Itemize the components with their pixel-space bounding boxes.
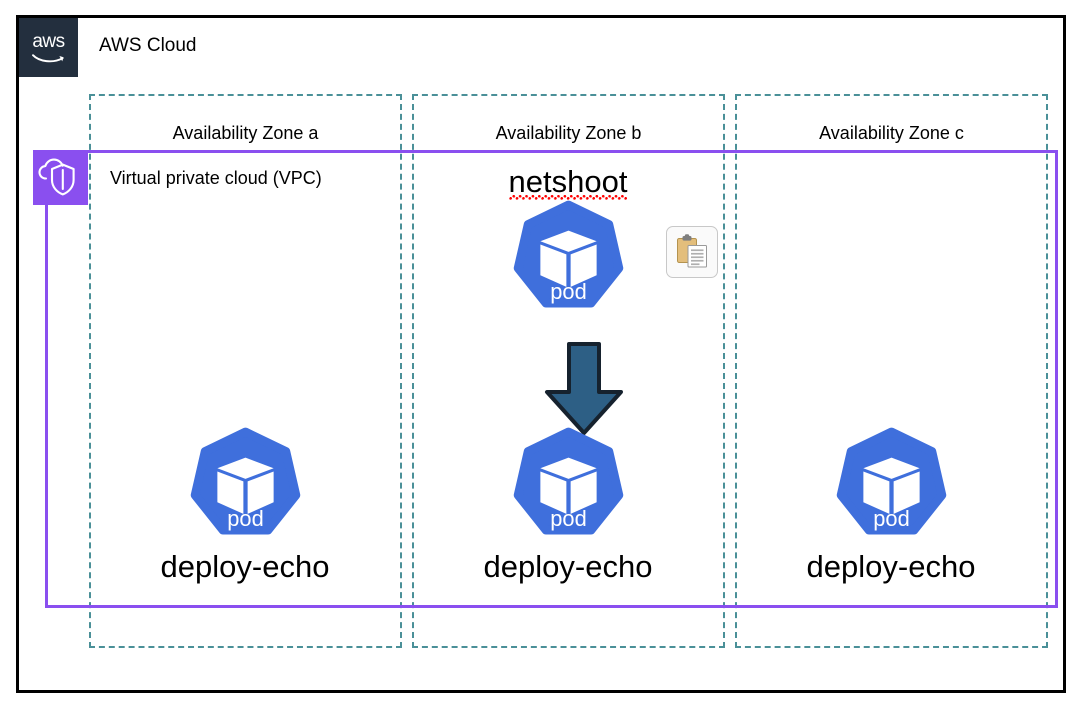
node-netshoot[interactable]: netshoot pod: [453, 164, 683, 325]
spellcheck-squiggle: [508, 195, 628, 200]
clipboard-paste-icon: [677, 234, 707, 268]
svg-text:pod: pod: [227, 506, 263, 531]
svg-text:pod: pod: [873, 506, 909, 531]
vpc-boundary: [45, 150, 1058, 608]
node-deploy-echo-a-label: deploy-echo: [160, 549, 330, 584]
clipboard-paste-button[interactable]: [666, 226, 718, 278]
node-deploy-echo-c[interactable]: pod deploy-echo: [776, 427, 1006, 586]
connector-netshoot-to-deploy-echo-b: [536, 340, 632, 438]
aws-logo-icon: aws: [19, 18, 78, 77]
availability-zone-c: Availability Zone c: [735, 94, 1048, 648]
node-deploy-echo-b[interactable]: pod deploy-echo: [453, 427, 683, 586]
availability-zone-b-label: Availability Zone b: [495, 123, 642, 143]
availability-zone-a: Availability Zone a: [89, 94, 402, 648]
aws-smile-swoosh-icon: [31, 53, 64, 62]
node-deploy-echo-a[interactable]: pod deploy-echo: [130, 427, 360, 586]
vpc-cloud-shield-icon: [33, 150, 88, 205]
kubernetes-pod-icon: pod: [836, 427, 946, 535]
node-netshoot-label: netshoot: [508, 164, 628, 200]
svg-text:pod: pod: [550, 506, 586, 531]
aws-cloud-title: AWS Cloud: [99, 35, 197, 56]
aws-cloud-boundary: aws AWS Cloud Availability Zone a Availa…: [16, 15, 1066, 693]
availability-zone-c-label: Availability Zone c: [819, 123, 964, 143]
aws-logo-wordmark: aws: [32, 30, 65, 52]
node-deploy-echo-c-label: deploy-echo: [806, 549, 976, 584]
vpc-title: Virtual private cloud (VPC): [110, 168, 322, 188]
availability-zone-a-label: Availability Zone a: [172, 123, 319, 143]
svg-text:pod: pod: [550, 279, 586, 304]
kubernetes-pod-icon: pod: [513, 200, 623, 308]
node-deploy-echo-b-label: deploy-echo: [483, 549, 653, 584]
kubernetes-pod-icon: pod: [190, 427, 300, 535]
availability-zone-b: Availability Zone b: [412, 94, 725, 648]
kubernetes-pod-icon: pod: [513, 427, 623, 535]
